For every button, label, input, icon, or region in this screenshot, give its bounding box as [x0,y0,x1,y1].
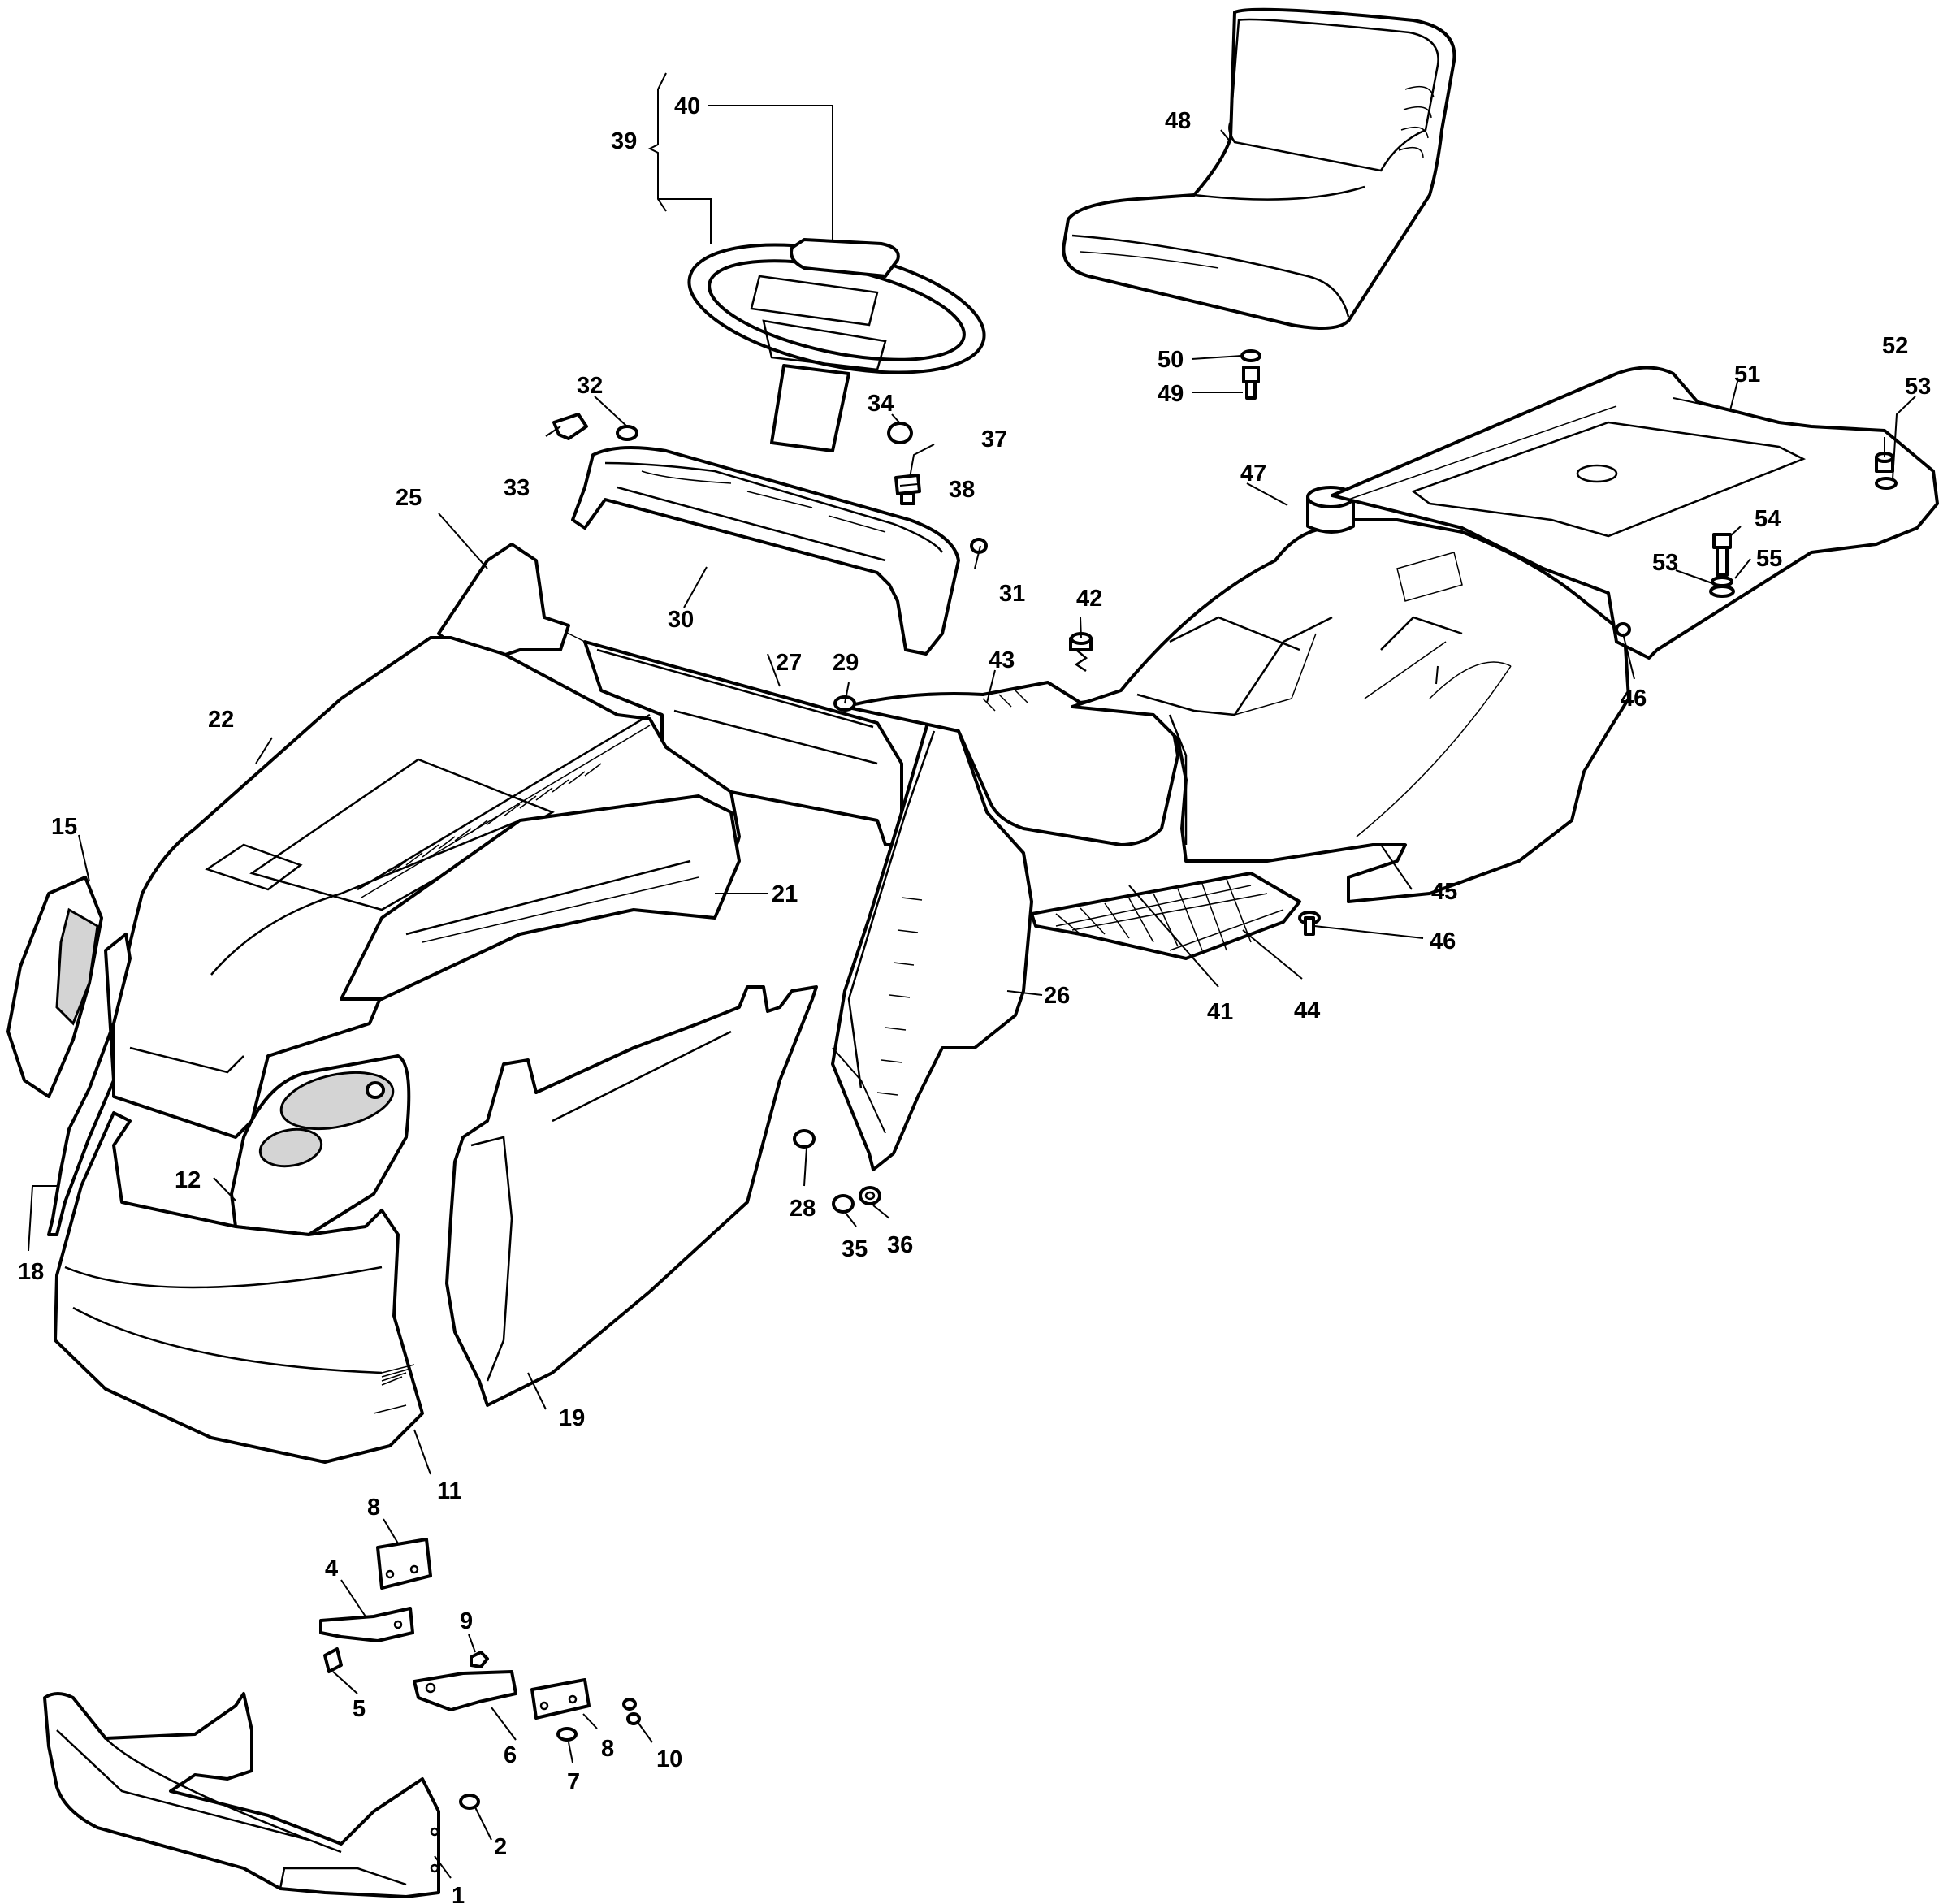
callout-28: 28 [790,1196,816,1222]
screw-46 [1298,911,1321,936]
callout-2: 2 [494,1834,507,1860]
bolt-7 [556,1727,578,1742]
screw-35 [832,1194,855,1214]
callout-45: 45 [1431,879,1457,905]
callout-33: 33 [504,475,530,501]
callout-37: 37 [981,426,1007,452]
leader-lines [28,129,1916,1879]
callout-30: 30 [668,607,694,633]
callout-9: 9 [460,1608,473,1634]
callout-31: 31 [999,581,1025,607]
bracket-6 [413,1670,517,1711]
callout-15: 15 [51,814,77,840]
callout-labels: 1 2 4 5 6 7 8 8 9 10 11 12 15 18 19 21 2… [18,93,1931,1904]
callout-53-upper: 53 [1905,374,1931,400]
steering-wheel [687,238,986,452]
switch-38 [894,474,921,505]
callout-55: 55 [1756,546,1782,572]
callout-4: 4 [325,1556,338,1582]
callout-1: 1 [452,1883,465,1904]
front-bumper [43,1692,440,1898]
callout-21: 21 [772,881,798,907]
screw-28 [793,1129,816,1149]
callout-40: 40 [674,93,700,119]
callout-39: 39 [611,128,637,154]
bolts-10 [622,1698,641,1725]
bracket-8-lower [530,1678,591,1720]
hood-underside [340,794,741,1001]
callout-29: 29 [833,650,859,676]
callout-38: 38 [949,477,975,503]
clip-33 [552,413,588,440]
bracket-8-upper [376,1538,432,1590]
callout-18: 18 [18,1259,44,1285]
callout-49: 49 [1158,381,1184,407]
callout-5: 5 [353,1696,366,1722]
plug-32 [616,425,638,441]
callout-35: 35 [842,1236,868,1262]
callout-8-upper: 8 [367,1495,380,1521]
callout-19: 19 [559,1405,585,1431]
callout-25: 25 [396,485,422,511]
callout-46-lower: 46 [1430,928,1456,954]
callout-47: 47 [1240,461,1266,487]
callout-8-lower: 8 [601,1736,614,1762]
headlight-housing [230,1054,411,1236]
callout-27: 27 [776,650,802,676]
group-bracket-39 [647,72,667,212]
callout-44: 44 [1294,997,1320,1023]
callout-10: 10 [656,1746,682,1772]
callout-36: 36 [887,1232,913,1258]
bolt-2 [459,1794,480,1810]
callout-22: 22 [208,707,234,733]
dashboard-cover [571,446,960,656]
seat [1062,7,1456,330]
callout-42: 42 [1076,586,1102,612]
side-lens [6,876,103,1098]
dash-support-panel [552,625,903,846]
callout-7: 7 [567,1769,580,1795]
rear-deck [1331,366,1939,660]
callout-52: 52 [1882,333,1908,359]
side-bracket [32,933,132,1236]
callout-46-upper: 46 [1621,686,1647,712]
callout-6: 6 [504,1742,517,1768]
washer-36 [859,1186,881,1205]
side-panel [445,985,818,1407]
callout-51: 51 [1734,361,1760,387]
nut-9 [470,1651,489,1668]
leader-40 [708,105,833,240]
callout-50: 50 [1158,347,1184,373]
seat-bolt [1240,349,1261,400]
knob-34 [887,422,913,444]
clip-5 [323,1647,343,1673]
callout-48: 48 [1165,108,1191,134]
center-tunnel [833,681,1179,846]
callout-43: 43 [989,647,1015,673]
bracket-4 [319,1607,414,1642]
callout-54: 54 [1755,506,1781,532]
callout-41: 41 [1207,999,1233,1025]
callout-26: 26 [1044,983,1070,1009]
callout-53-lower: 53 [1652,550,1678,576]
footboard-mat [1030,872,1301,960]
callout-32: 32 [577,373,603,399]
callout-34: 34 [868,391,894,417]
clip-42 [1069,632,1093,673]
callout-11: 11 [437,1478,462,1504]
callout-12: 12 [175,1167,201,1193]
rear-fender [1071,518,1630,903]
leader-39 [658,198,712,244]
rear-hardware [1615,452,1898,637]
front-grille-shell [54,1111,424,1464]
